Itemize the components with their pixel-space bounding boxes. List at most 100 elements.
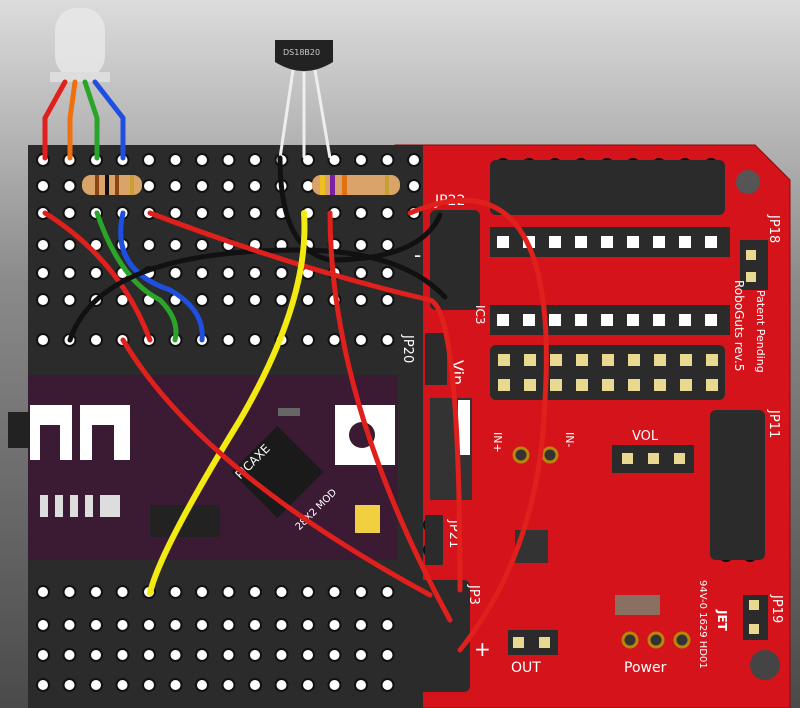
pin-hole bbox=[380, 648, 395, 662]
pin-hole bbox=[301, 618, 315, 632]
pin-hole bbox=[301, 293, 315, 307]
pad bbox=[622, 453, 633, 464]
pin-hole bbox=[248, 153, 262, 167]
pad bbox=[575, 314, 587, 326]
pin-hole bbox=[195, 238, 209, 252]
pin-hole bbox=[62, 678, 77, 692]
pin-hole bbox=[354, 206, 368, 220]
label-jp11: JP11 bbox=[766, 409, 781, 438]
pad bbox=[601, 314, 613, 326]
pad bbox=[498, 354, 510, 366]
pin-hole bbox=[142, 648, 156, 662]
pin-hole bbox=[380, 153, 395, 167]
pad bbox=[705, 314, 717, 326]
pad bbox=[706, 354, 718, 366]
pin-hole bbox=[36, 618, 50, 632]
fab-mark: 94V-0 1629 HD01 bbox=[697, 580, 708, 669]
pad bbox=[680, 379, 692, 391]
pad bbox=[648, 453, 659, 464]
resistor bbox=[312, 175, 400, 195]
pad bbox=[550, 379, 562, 391]
pad bbox=[679, 236, 691, 248]
pin-hole bbox=[248, 293, 262, 307]
pin-hole bbox=[168, 618, 183, 632]
pin-hole bbox=[380, 293, 395, 307]
pin-hole bbox=[274, 293, 289, 307]
pad bbox=[549, 314, 561, 326]
pin-hole bbox=[327, 585, 342, 599]
audio-jack bbox=[8, 412, 30, 448]
pad bbox=[653, 314, 665, 326]
sensor-label: DS18B20 bbox=[283, 48, 320, 57]
pin-hole bbox=[327, 333, 342, 347]
pin-hole bbox=[354, 293, 368, 307]
pad bbox=[576, 354, 588, 366]
pin-hole bbox=[301, 333, 315, 347]
pin-hole bbox=[221, 585, 236, 599]
pin-hole bbox=[36, 238, 50, 252]
pad bbox=[576, 379, 588, 391]
pin-hole bbox=[142, 179, 156, 193]
pin-hole bbox=[354, 678, 368, 692]
pin-hole bbox=[248, 266, 262, 280]
pin-hole bbox=[407, 179, 421, 193]
pin-hole bbox=[168, 179, 183, 193]
pin-hole bbox=[274, 648, 289, 662]
pin-hole bbox=[195, 153, 209, 167]
pad bbox=[654, 379, 666, 391]
pin-hole bbox=[221, 266, 236, 280]
pin-hole bbox=[36, 648, 50, 662]
pin-hole bbox=[36, 293, 50, 307]
pin-hole bbox=[195, 293, 209, 307]
pad bbox=[628, 354, 640, 366]
pin-hole bbox=[380, 238, 395, 252]
pad bbox=[705, 236, 717, 248]
label-minus: - bbox=[414, 243, 421, 267]
temperature-sensor: DS18B20 bbox=[275, 40, 333, 159]
pin-hole bbox=[195, 648, 209, 662]
pin-hole bbox=[195, 678, 209, 692]
pad bbox=[550, 354, 562, 366]
pad bbox=[498, 379, 510, 391]
pin-hole bbox=[301, 585, 315, 599]
pad bbox=[602, 354, 614, 366]
pin-hole bbox=[301, 678, 315, 692]
pin-hole bbox=[62, 585, 77, 599]
pin-hole bbox=[354, 266, 368, 280]
pin-hole bbox=[380, 678, 395, 692]
pin-hole bbox=[142, 618, 156, 632]
pin-hole bbox=[115, 618, 130, 632]
label-plus: + bbox=[474, 637, 491, 661]
pin-hole bbox=[248, 179, 262, 193]
pin-hole bbox=[142, 678, 156, 692]
label-jp3: JP3 bbox=[466, 584, 481, 605]
pin-hole bbox=[62, 206, 77, 220]
pin-hole bbox=[195, 179, 209, 193]
pin-hole bbox=[195, 585, 209, 599]
pin-hole bbox=[248, 678, 262, 692]
pin-hole bbox=[89, 333, 103, 347]
label-jp20: JP20 bbox=[400, 334, 415, 363]
pad bbox=[680, 354, 692, 366]
pad bbox=[654, 354, 666, 366]
pad bbox=[513, 637, 524, 648]
label-vol: VOL bbox=[632, 429, 659, 444]
pad bbox=[524, 379, 536, 391]
pin-hole bbox=[327, 153, 342, 167]
square-pads bbox=[497, 236, 759, 648]
pin-hole bbox=[248, 206, 262, 220]
pin-hole bbox=[354, 238, 368, 252]
pin-hole bbox=[221, 153, 236, 167]
label-jp19: JP19 bbox=[769, 594, 784, 623]
pin-hole bbox=[62, 179, 77, 193]
pin-hole bbox=[89, 648, 103, 662]
pin-hole bbox=[142, 153, 156, 167]
pin-hole bbox=[195, 266, 209, 280]
pad bbox=[674, 453, 685, 464]
pin-hole bbox=[274, 678, 289, 692]
pin-hole bbox=[248, 585, 262, 599]
pad bbox=[749, 600, 759, 610]
pad bbox=[524, 354, 536, 366]
pin-hole bbox=[168, 266, 183, 280]
pin-hole bbox=[221, 179, 236, 193]
